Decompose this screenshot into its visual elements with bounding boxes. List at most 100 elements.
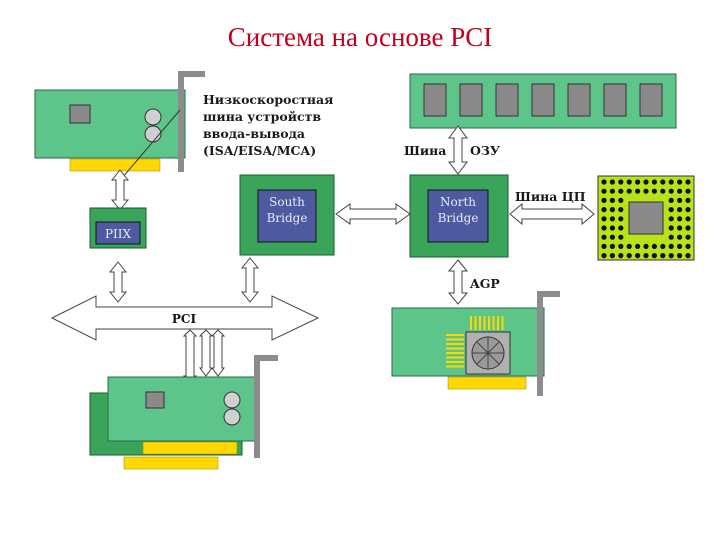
cpu-pin: [601, 216, 607, 222]
cpu-pin: [601, 179, 607, 185]
agp-contact: [479, 316, 481, 330]
cpu-pin: [651, 179, 658, 185]
agp-contact: [446, 361, 464, 363]
north-bridge-chip: North Bridge: [409, 174, 509, 258]
isa-bus-label-1: Низкоскоростная: [203, 92, 333, 107]
cpu-pin: [601, 253, 607, 259]
cpu-pin: [660, 179, 666, 185]
cpu-pin: [618, 188, 624, 194]
cpu-pin: [668, 207, 674, 213]
cpu-pin: [609, 216, 616, 222]
south-bridge-label-2: Bridge: [267, 211, 308, 225]
pci-bus-arrow: [50, 295, 320, 341]
agp-contact: [446, 347, 464, 350]
isa-bus-label-3: ввода-вывода: [203, 126, 305, 141]
cpu-pin: [677, 234, 683, 240]
piix-chip: PIIX: [89, 207, 147, 249]
pci-card-arrow-1: [182, 329, 198, 385]
agp-contact: [446, 338, 464, 341]
cpu-pin: [668, 253, 674, 259]
agp-contact: [446, 352, 464, 354]
cpu-pin: [685, 179, 691, 185]
agp-card: [391, 291, 560, 396]
agp-contact: [446, 365, 464, 368]
cpu-pin: [651, 253, 658, 259]
cpu-pin: [618, 207, 624, 213]
cpu-pin: [668, 243, 674, 249]
cpu-pin: [677, 197, 683, 203]
cpu-pin: [635, 179, 641, 185]
cpu-bus-arrow: [509, 202, 595, 226]
cpu-pin: [635, 243, 641, 249]
agp-pins: [446, 316, 504, 368]
cpu-pin: [601, 197, 607, 203]
cpu-pin: [685, 216, 691, 222]
diagram-title: Система на основе PCI: [227, 22, 493, 52]
isa-bus-label-2: шина устройств: [203, 109, 321, 124]
cpu-pin: [601, 243, 607, 249]
cpu-pin: [660, 253, 666, 259]
agp-contact: [474, 316, 477, 330]
isa-card: [34, 71, 205, 172]
cpu-pin: [618, 243, 624, 249]
cpu-pin: [677, 216, 683, 222]
cpu-pin: [685, 253, 691, 259]
piix-pci-arrow: [108, 261, 128, 303]
cpu-bus-label: Шина ЦП: [515, 189, 586, 204]
agp-contact: [446, 343, 464, 345]
cpu-pin: [677, 253, 683, 259]
cpu-pin: [643, 253, 649, 259]
pci-label: PCI: [172, 312, 197, 326]
south-north-arrow: [335, 203, 411, 225]
agp-contact: [492, 316, 495, 330]
cpu-pin: [651, 188, 658, 194]
south-bridge-chip: South Bridge: [239, 174, 335, 256]
cpu-pin: [685, 197, 691, 203]
cpu-pin: [626, 188, 632, 194]
cpu-pin: [609, 234, 616, 240]
cpu-pin: [677, 207, 683, 213]
cpu-pin: [651, 243, 658, 249]
cpu-pin: [609, 243, 616, 249]
cpu-pin: [668, 225, 674, 231]
cpu-pin: [643, 188, 649, 194]
cpu-pin: [618, 179, 624, 185]
cpu-pin: [601, 234, 607, 240]
cpu-pin: [643, 243, 649, 249]
cpu-pin: [643, 179, 649, 185]
pci-card-front: [107, 355, 278, 458]
cpu-pin: [685, 234, 691, 240]
cpu-pins: [601, 179, 691, 259]
cpu-pin: [668, 179, 674, 185]
cpu-pin: [618, 197, 624, 203]
agp-contact: [470, 316, 472, 330]
cpu-pin: [626, 179, 632, 185]
cpu-pin: [618, 234, 624, 240]
cpu-pin: [618, 225, 624, 231]
cpu-pin: [685, 188, 691, 194]
cpu-pin: [685, 225, 691, 231]
cpu-pin: [601, 225, 607, 231]
cpu-pin: [609, 225, 616, 231]
north-bridge-label-1: North: [440, 195, 476, 209]
cpu-pin: [635, 188, 641, 194]
north-bridge-label-2: Bridge: [438, 211, 479, 225]
isa-bus-label-4: (ISA/EISA/MCA): [203, 143, 316, 158]
cpu-pin: [618, 253, 624, 259]
cpu-pin: [677, 243, 683, 249]
cpu-pin: [609, 179, 616, 185]
agp-arrow: [447, 259, 469, 305]
cpu-pin: [618, 216, 624, 222]
ram-bus-label-left: Шина: [404, 143, 446, 158]
agp-contact: [501, 316, 504, 330]
cpu-pin: [609, 188, 616, 194]
cpu-pin: [609, 253, 616, 259]
ram-module: [409, 73, 677, 129]
ram-bus-arrow: [448, 125, 468, 175]
cpu-pin: [660, 188, 666, 194]
cpu-pin: [601, 207, 607, 213]
cpu-pin: [635, 253, 641, 259]
cpu-pin: [668, 216, 674, 222]
piix-label: PIIX: [105, 227, 132, 241]
